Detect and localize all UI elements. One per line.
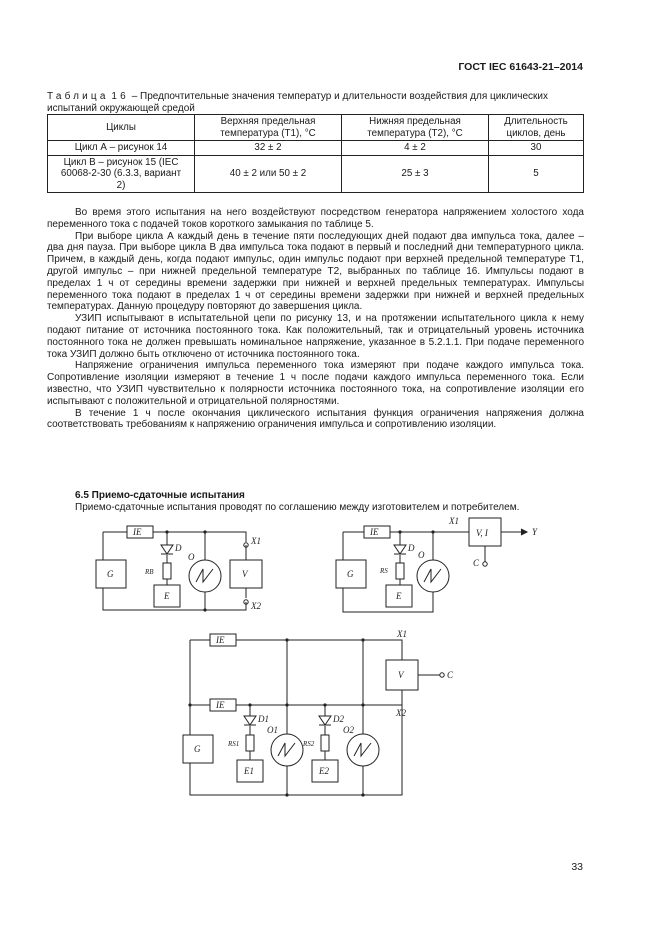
- label-c: C: [447, 670, 454, 680]
- label-e: E: [395, 591, 402, 601]
- label-ie: IE: [132, 527, 142, 537]
- label-rb: RB: [144, 568, 154, 576]
- label-o: O: [188, 552, 195, 562]
- label-e: E: [163, 591, 170, 601]
- label-d: D: [407, 543, 415, 553]
- label-e2: E2: [318, 766, 329, 776]
- table-caption-number: 16: [111, 91, 129, 102]
- label-e1: E1: [243, 766, 254, 776]
- table-caption-text: – Предпочтительные значения температур и…: [47, 91, 548, 114]
- label-rs2: RS2: [302, 740, 315, 748]
- label-ie: IE: [215, 635, 225, 645]
- label-rs1: RS1: [227, 740, 239, 748]
- table-header-row: Циклы Верхняя предельная температура (T1…: [47, 114, 584, 141]
- document-header: ГОСТ IEC 61643-21–2014: [458, 61, 583, 73]
- label-v: V: [242, 569, 249, 579]
- label-d2: D2: [332, 714, 344, 724]
- label-rs: RS: [379, 567, 388, 575]
- label-o: O: [418, 550, 425, 560]
- label-g: G: [194, 744, 201, 754]
- label-g: G: [107, 569, 114, 579]
- table-cell: 25 ± 3: [341, 154, 489, 193]
- label-y: Y: [532, 527, 538, 537]
- body-text: Во время этого испытания на него воздейс…: [47, 207, 584, 431]
- table-header-cell: Нижняя предельная температура (T2), °С: [341, 114, 489, 141]
- paragraph: При выборе цикла А каждый день в течение…: [47, 230, 584, 313]
- label-o1: O1: [267, 725, 278, 735]
- table-header-cell: Длительность циклов, день: [488, 114, 584, 141]
- label-x1: X1: [448, 516, 459, 526]
- label-x2: X2: [250, 601, 261, 611]
- label-x1: X1: [396, 629, 407, 639]
- paragraph: В течение 1 ч после окончания циклическо…: [47, 407, 584, 431]
- table-cell: 5: [488, 154, 584, 193]
- paragraph: Во время этого испытания на него воздейс…: [47, 207, 584, 230]
- label-c: C: [473, 558, 480, 568]
- label-vi: V, I: [476, 528, 489, 538]
- paragraph: Напряжение ограничения импульса переменн…: [47, 360, 584, 407]
- section-text: Приемо-сдаточные испытания проводят по с…: [75, 502, 520, 513]
- table-cell: Цикл В – рисунок 15 (IEC 60068-2-30 (6.3…: [47, 154, 195, 193]
- label-x2: X2: [395, 708, 406, 718]
- temperature-table: Циклы Верхняя предельная температура (T1…: [47, 114, 584, 193]
- label-o2: O2: [343, 725, 354, 735]
- label-v: V: [398, 670, 405, 680]
- label-ie: IE: [369, 527, 379, 537]
- table-header-cell: Верхняя предельная температура (T1), °С: [194, 114, 342, 141]
- table-caption: Таблица 16 – Предпочтительные значения т…: [47, 91, 585, 115]
- table-caption-word: Таблица: [47, 91, 109, 102]
- label-d: D: [174, 543, 182, 553]
- label-d1: D1: [257, 714, 269, 724]
- table-row: Цикл В – рисунок 15 (IEC 60068-2-30 (6.3…: [47, 154, 584, 193]
- label-ie: IE: [215, 700, 225, 710]
- label-x1: X1: [250, 536, 261, 546]
- label-g: G: [347, 569, 354, 579]
- page-number: 33: [571, 861, 583, 873]
- paragraph: УЗИП испытывают в испытательной цепи по …: [47, 313, 584, 360]
- table-header-cell: Циклы: [47, 114, 195, 141]
- table-cell: 40 ± 2 или 50 ± 2: [194, 154, 342, 193]
- section-title: 6.5 Приемо-сдаточные испытания: [75, 490, 245, 501]
